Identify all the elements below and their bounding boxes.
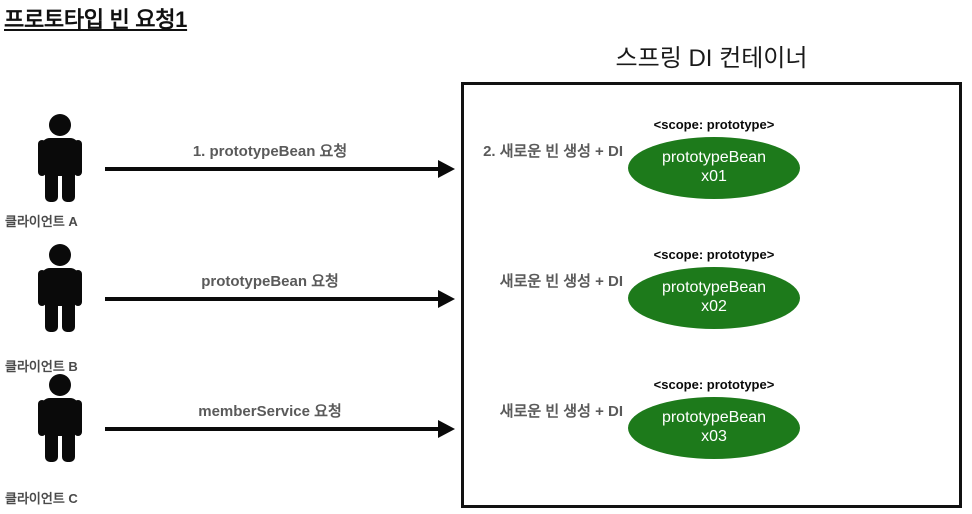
person-right-leg-icon bbox=[62, 164, 75, 202]
client-actor-c bbox=[20, 374, 140, 462]
arrow-head-icon bbox=[438, 290, 455, 308]
di-container-title: 스프링 DI 컨테이너 bbox=[615, 45, 808, 72]
bean-instance-c: x03 bbox=[701, 428, 727, 445]
person-left-leg-icon bbox=[45, 164, 58, 202]
bean-name-b: prototypeBean bbox=[661, 279, 767, 297]
arrow-line bbox=[105, 297, 440, 301]
person-right-leg-icon bbox=[62, 294, 75, 332]
person-icon bbox=[32, 114, 88, 202]
person-head-icon bbox=[49, 114, 71, 136]
scope-tag-b: <scope: prototype> bbox=[653, 247, 775, 262]
scope-tag-c: <scope: prototype> bbox=[653, 377, 775, 392]
scope-tag-a: <scope: prototype> bbox=[653, 117, 775, 132]
prototype-bean-x02[interactable]: prototypeBean x02 bbox=[628, 267, 800, 329]
client-label-a: 클라이언트 A bbox=[5, 214, 78, 229]
person-left-leg-icon bbox=[45, 424, 58, 462]
client-label-b: 클라이언트 B bbox=[5, 359, 78, 374]
arrow-line bbox=[105, 167, 440, 171]
person-icon bbox=[32, 374, 88, 462]
prototype-bean-x01[interactable]: prototypeBean x01 bbox=[628, 137, 800, 199]
page-title: 프로토타입 빈 요청1 bbox=[4, 7, 188, 32]
client-actor-a bbox=[20, 114, 140, 202]
bean-instance-a: x01 bbox=[701, 168, 727, 185]
client-actor-b bbox=[20, 244, 140, 332]
request-arrow-label-a: 1. prototypeBean 요청 bbox=[192, 143, 348, 160]
arrow-head-icon bbox=[438, 420, 455, 438]
arrow-head-icon bbox=[438, 160, 455, 178]
bean-name-c: prototypeBean bbox=[661, 409, 767, 427]
bean-name-a: prototypeBean bbox=[661, 149, 767, 167]
arrow-line bbox=[105, 427, 440, 431]
person-icon bbox=[32, 244, 88, 332]
request-arrow-label-b: prototypeBean 요청 bbox=[201, 273, 339, 290]
request-arrow-b: prototypeBean 요청 bbox=[105, 270, 455, 310]
di-note-c: 새로운 빈 생성 + DI bbox=[499, 403, 623, 420]
prototype-bean-x03[interactable]: prototypeBean x03 bbox=[628, 397, 800, 459]
request-arrow-a: 1. prototypeBean 요청 bbox=[105, 140, 455, 180]
request-arrow-label-c: memberService 요청 bbox=[198, 403, 342, 420]
di-note-a: 2. 새로운 빈 생성 + DI bbox=[483, 143, 623, 160]
di-note-b: 새로운 빈 생성 + DI bbox=[499, 273, 623, 290]
bean-instance-b: x02 bbox=[701, 298, 727, 315]
person-head-icon bbox=[49, 244, 71, 266]
request-arrow-c: memberService 요청 bbox=[105, 400, 455, 440]
person-right-leg-icon bbox=[62, 424, 75, 462]
person-head-icon bbox=[49, 374, 71, 396]
person-left-leg-icon bbox=[45, 294, 58, 332]
client-label-c: 클라이언트 C bbox=[5, 491, 78, 506]
